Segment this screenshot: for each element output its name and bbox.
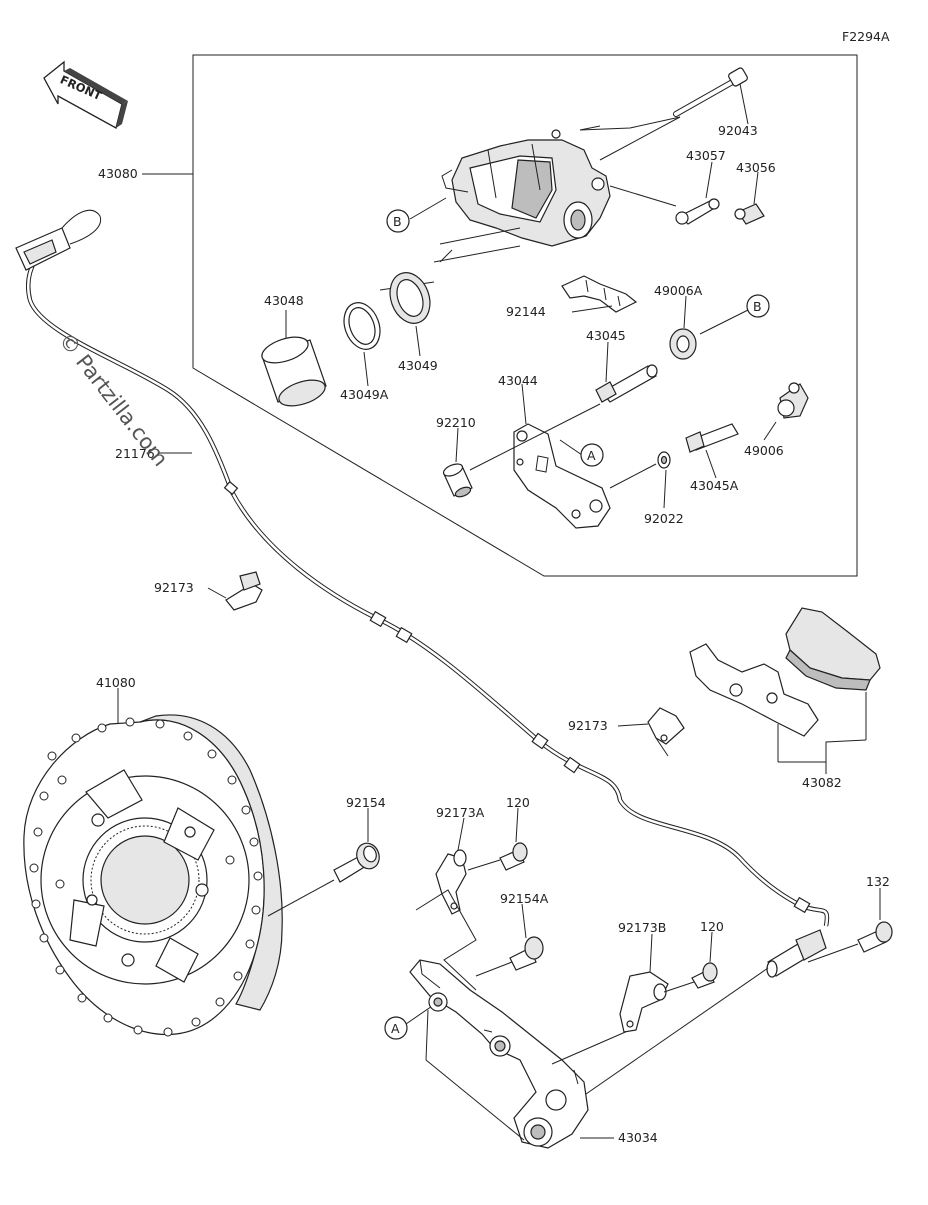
part-label-92173-mid[interactable]: 92173 (568, 718, 608, 733)
caliper-body[interactable] (441, 129, 611, 247)
boot-49006[interactable] (777, 382, 809, 419)
callout-a-lower (384, 1016, 408, 1040)
boot-49006A[interactable] (669, 328, 697, 360)
part-label-92173B[interactable]: 92173B (618, 920, 666, 935)
part-label-49006[interactable]: 49006 (744, 443, 784, 458)
callout-a-upper-label: A (587, 448, 596, 463)
part-label-43048[interactable]: 43048 (264, 293, 304, 308)
bolt-120-a[interactable] (499, 842, 528, 871)
front-arrow-icon: FRONT (43, 60, 128, 129)
bleeder-43056[interactable] (734, 203, 765, 225)
spring-92144[interactable] (561, 275, 638, 313)
bracket-43034[interactable] (409, 959, 589, 1149)
pin-43045[interactable] (595, 364, 658, 403)
brake-disc-41080[interactable] (23, 714, 283, 1037)
part-label-43045A[interactable]: 43045A (690, 478, 739, 493)
part-label-92022[interactable]: 92022 (644, 511, 684, 526)
seal-43049A[interactable] (338, 298, 386, 355)
part-label-43056[interactable]: 43056 (736, 160, 776, 175)
clamp-92173-mid[interactable] (647, 707, 685, 757)
callout-a-upper (580, 443, 604, 467)
part-label-92210[interactable]: 92210 (436, 415, 476, 430)
pin-43045A[interactable] (685, 423, 739, 453)
washer-92022[interactable] (657, 451, 671, 469)
clamp-92173A[interactable] (435, 849, 467, 915)
bolt-132[interactable] (857, 921, 893, 953)
pads-43082[interactable] (689, 607, 881, 737)
part-label-43057[interactable]: 43057 (686, 148, 726, 163)
watermark: © Partzilla.com (54, 328, 173, 470)
part-label-41080[interactable]: 41080 (96, 675, 136, 690)
bolt-92154A[interactable] (509, 936, 544, 971)
part-label-92144[interactable]: 92144 (506, 304, 546, 319)
part-label-21176[interactable]: 21176 (115, 446, 155, 461)
part-label-92154A[interactable]: 92154A (500, 891, 549, 906)
clip-43057[interactable] (675, 198, 720, 225)
part-label-43080[interactable]: 43080 (98, 166, 138, 181)
part-label-120-a[interactable]: 120 (506, 795, 530, 810)
part-label-43045[interactable]: 43045 (586, 328, 626, 343)
callout-b-lower (746, 294, 770, 318)
callout-b-upper (386, 209, 410, 233)
part-label-92173A[interactable]: 92173A (436, 805, 485, 820)
figure-code: F2294A (842, 29, 890, 44)
clamp-92173B[interactable] (619, 971, 669, 1033)
bolt-92154[interactable] (333, 840, 383, 883)
part-label-92154[interactable]: 92154 (346, 795, 386, 810)
bolt-120-b[interactable] (691, 962, 718, 989)
part-label-43034[interactable]: 43034 (618, 1130, 658, 1145)
seal-43049[interactable] (383, 267, 436, 329)
part-label-43049A[interactable]: 43049A (340, 387, 389, 402)
part-label-43082[interactable]: 43082 (802, 775, 842, 790)
clamp-92173-upper[interactable] (225, 571, 263, 611)
part-label-49006A[interactable]: 49006A (654, 283, 703, 298)
sleeve-92210[interactable] (442, 462, 473, 499)
callout-b-lower-label: B (753, 299, 762, 314)
part-label-43049[interactable]: 43049 (398, 358, 438, 373)
callout-a-lower-label: A (391, 1021, 400, 1036)
callout-b-upper-label: B (393, 214, 402, 229)
piston-43048[interactable] (259, 332, 328, 411)
caliper-assembly-box (192, 54, 858, 577)
part-label-92173-upper[interactable]: 92173 (154, 580, 194, 595)
sensor-cable-21176[interactable] (15, 209, 830, 978)
pin-92043[interactable] (673, 67, 748, 117)
part-label-132[interactable]: 132 (866, 874, 890, 889)
bracket-43044[interactable] (513, 423, 611, 529)
part-label-43044[interactable]: 43044 (498, 373, 538, 388)
part-label-92043[interactable]: 92043 (718, 123, 758, 138)
part-label-120-b[interactable]: 120 (700, 919, 724, 934)
